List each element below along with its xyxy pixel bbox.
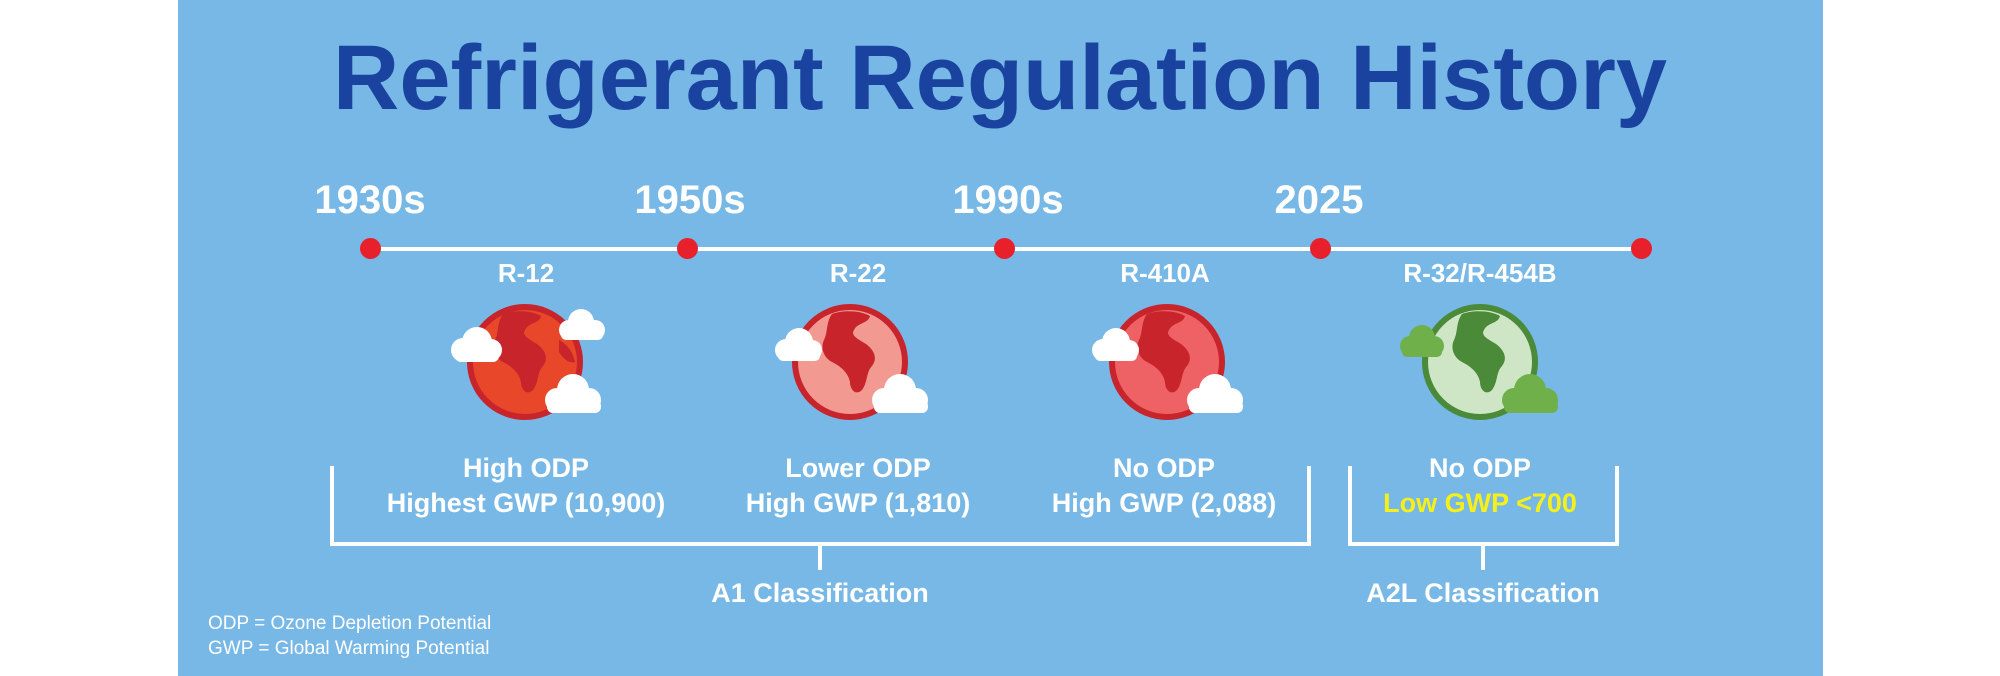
- continent-shape: [493, 311, 546, 393]
- description-r12: High ODP Highest GWP (10,900): [336, 451, 716, 521]
- cloud-icon: [1502, 374, 1558, 413]
- continent-shape: [1452, 311, 1505, 393]
- continent-shape: [822, 311, 875, 393]
- odp-text: Lower ODP: [785, 453, 931, 483]
- legend-gwp: GWP = Global Warming Potential: [208, 638, 490, 659]
- a2l-classification-label: A2L Classification: [1366, 578, 1600, 608]
- gwp-text: High GWP (1,810): [745, 488, 971, 518]
- continent-shape: [559, 340, 575, 363]
- refrigerant-name-r22: R-22: [829, 258, 887, 288]
- continent-shape: [1137, 311, 1190, 393]
- era-label-1990s: 1990s: [952, 178, 1064, 222]
- page-title: Refrigerant Regulation History: [332, 27, 1668, 129]
- timeline-dot-1930s: [360, 238, 381, 259]
- description-r32-r454b: No ODP Low GWP <700: [1290, 451, 1670, 521]
- odp-text: High ODP: [463, 453, 589, 483]
- timeline-dot-end: [1631, 238, 1652, 259]
- cloud-icon: [775, 328, 822, 361]
- timeline-dot-1990s: [994, 238, 1015, 259]
- gwp-text-highlight: Low GWP <700: [1383, 488, 1577, 518]
- gwp-text: Highest GWP (10,900): [386, 488, 666, 518]
- description-r22: Lower ODP High GWP (1,810): [668, 451, 1048, 521]
- era-label-2025: 2025: [1274, 178, 1364, 222]
- gwp-text: High GWP (2,088): [1051, 488, 1277, 518]
- cloud-icon: [545, 374, 601, 413]
- cloud-icon: [1092, 328, 1139, 361]
- cloud-icon: [1400, 325, 1444, 357]
- odp-text: No ODP: [1428, 453, 1531, 483]
- cloud-icon: [451, 327, 502, 362]
- description-r410a: No ODP High GWP (2,088): [974, 451, 1354, 521]
- cloud-icon: [1187, 374, 1243, 413]
- era-label-1930s: 1930s: [314, 178, 426, 222]
- a1-classification-label: A1 Classification: [711, 578, 929, 608]
- background-panel: [178, 0, 1823, 676]
- legend-odp: ODP = Ozone Depletion Potential: [208, 613, 492, 634]
- cloud-icon: [559, 309, 605, 340]
- timeline-dot-1950s: [677, 238, 698, 259]
- refrigerant-name-r410a: R-410A: [1120, 258, 1210, 288]
- globe-icon-r22: [775, 304, 928, 420]
- odp-text: No ODP: [1112, 453, 1215, 483]
- globe-icon-r32-r454b: [1400, 304, 1558, 420]
- refrigerant-name-r12: R-12: [497, 258, 555, 288]
- globe-icon-r410a: [1092, 304, 1243, 420]
- globe-icon-r12: [451, 304, 605, 420]
- timeline-dot-2025: [1310, 238, 1331, 259]
- cloud-icon: [872, 374, 928, 413]
- era-label-1950s: 1950s: [634, 178, 746, 222]
- refrigerant-name-r32-r454b: R-32/R-454B: [1403, 258, 1557, 288]
